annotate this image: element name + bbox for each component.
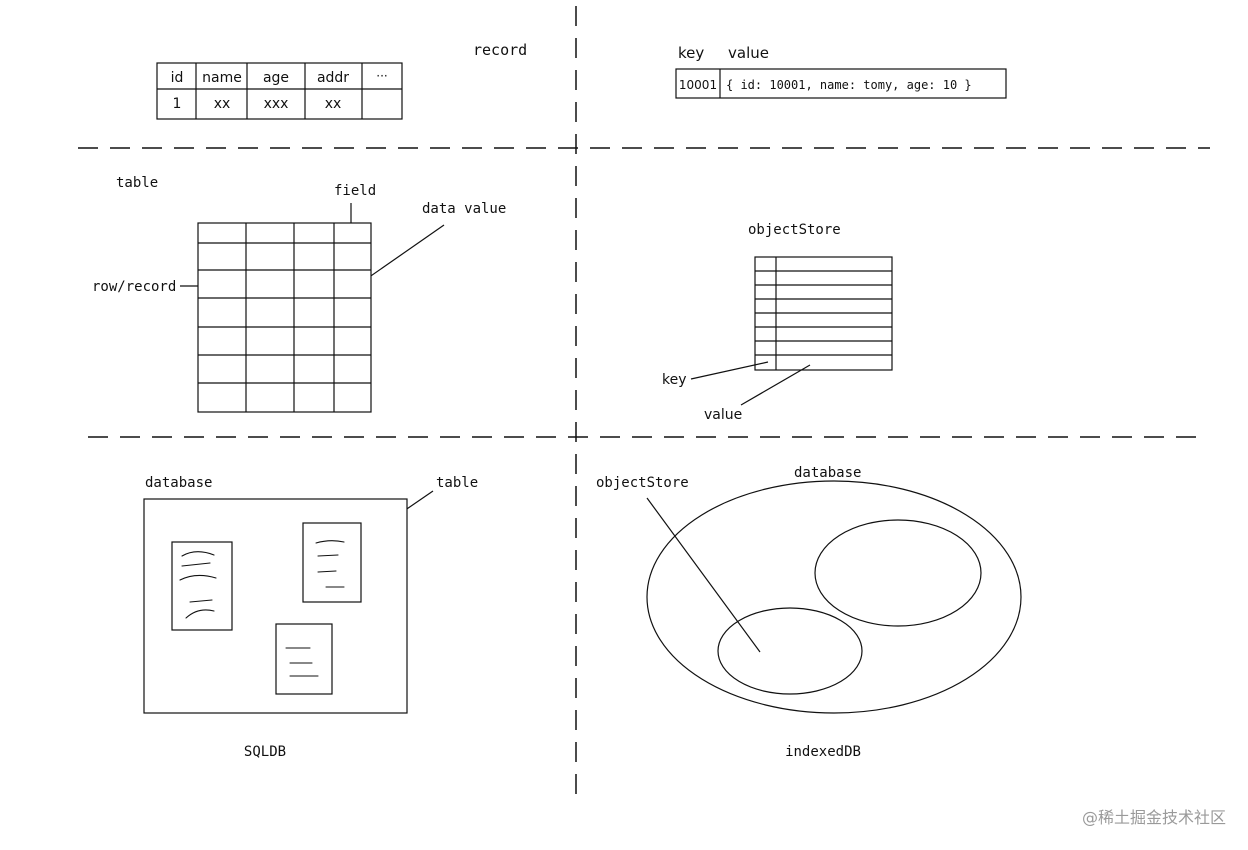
record-cell-name: xx	[214, 96, 231, 112]
objectstore-pointer	[646, 497, 761, 653]
record-header-name: name	[202, 70, 242, 86]
value-pointer	[740, 364, 811, 406]
sqldb-table-sheet	[275, 623, 333, 695]
objectstore-panel: objectStore key value	[662, 222, 893, 423]
field-label: field	[334, 183, 376, 199]
sqldb-table-label: table	[436, 475, 478, 491]
objectstore-title: objectStore	[748, 222, 841, 238]
record-cell-age: xxx	[264, 96, 289, 112]
record-title: record	[473, 41, 527, 59]
record-header-ellipsis: ···	[376, 69, 387, 83]
kv-value-cell: { id: 10001, name: tomy, age: 10 }	[726, 78, 972, 92]
kv-key-cell: 10001	[679, 78, 717, 92]
indexeddb-database-label: database	[794, 465, 861, 481]
watermark-text: @稀土掘金技术社区	[1082, 808, 1226, 827]
record-table-border	[156, 62, 403, 120]
kv-key-header: key	[678, 44, 704, 62]
data-value-label: data value	[422, 201, 506, 217]
keyvalue-panel: key value 10001 { id: 10001, name: tomy,…	[675, 44, 1007, 99]
kv-record-box	[675, 68, 1007, 99]
indexeddb-panel: database objectStore indexedDB	[596, 465, 1022, 760]
objectstore-value-label: value	[704, 407, 742, 423]
table-grid	[197, 222, 372, 413]
objectstore-ellipse	[717, 607, 863, 695]
indexeddb-objectstore-label: objectStore	[596, 475, 689, 491]
record-header-id: id	[171, 70, 184, 86]
row-record-label: row/record	[92, 279, 176, 295]
sqldb-database-label: database	[145, 475, 212, 491]
table-title: table	[116, 175, 158, 191]
indexeddb-caption: indexedDB	[785, 744, 861, 760]
table-panel: table field data value row/record	[92, 175, 506, 413]
sqldb-table-sheet	[171, 541, 233, 631]
record-panel: record id name age addr ··· 1 xx xxx xx	[156, 41, 527, 120]
record-cell-id: 1	[173, 96, 182, 112]
record-header-age: age	[263, 70, 289, 86]
sqldb-panel: database table SQLDB	[143, 475, 478, 760]
sqldb-table-sheet	[302, 522, 362, 603]
indexeddb-database-ellipse	[646, 480, 1022, 714]
objectstore-ellipse	[814, 519, 982, 627]
sqldb-caption: SQLDB	[244, 744, 286, 760]
record-header-addr: addr	[317, 70, 349, 86]
key-pointer	[690, 361, 769, 380]
kv-value-header: value	[728, 44, 769, 62]
objectstore-key-label: key	[662, 372, 687, 388]
record-cell-addr: xx	[325, 96, 342, 112]
